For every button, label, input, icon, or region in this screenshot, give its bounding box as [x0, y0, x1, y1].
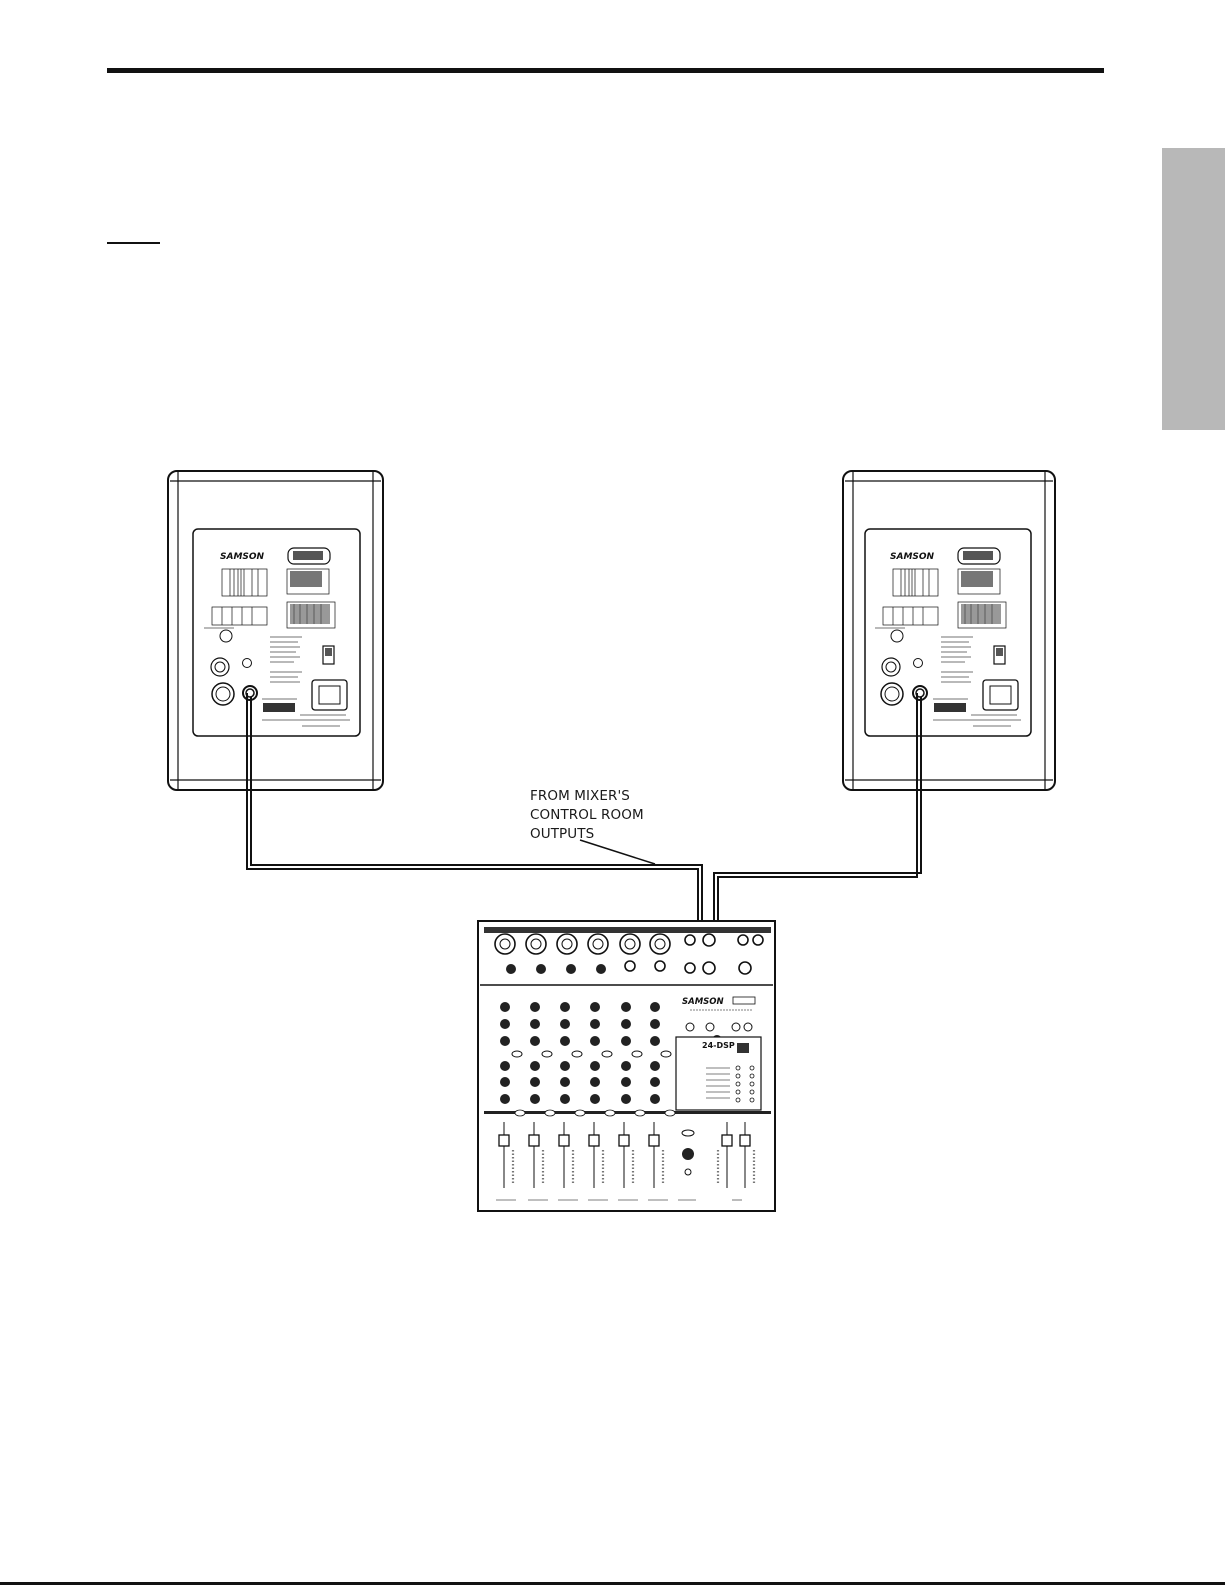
mixer-dsp-label: 24-DSP	[702, 1041, 735, 1050]
mixer-brand: SAMSON	[682, 997, 724, 1007]
right-speaker-rear-panel: SAMSON	[865, 529, 1031, 736]
callout-line-1: FROM MIXER'S	[530, 787, 700, 806]
left-speaker-rear-panel: SAMSON	[193, 529, 360, 736]
right-speaker: SAMSON	[843, 471, 1055, 790]
callout-line-3: OUTPUTS	[530, 825, 700, 844]
mixer: SAMSON	[478, 921, 775, 1211]
callout-mixer-outputs: FROM MIXER'S CONTROL ROOM OUTPUTS	[530, 787, 700, 844]
left-speaker: SAMSON	[168, 471, 383, 790]
left-speaker-brand: SAMSON	[220, 552, 265, 562]
right-speaker-brand: SAMSON	[890, 552, 935, 562]
mixer-dsp-section: 24-DSP	[676, 1037, 761, 1110]
callout-line-2: CONTROL ROOM	[530, 806, 700, 825]
